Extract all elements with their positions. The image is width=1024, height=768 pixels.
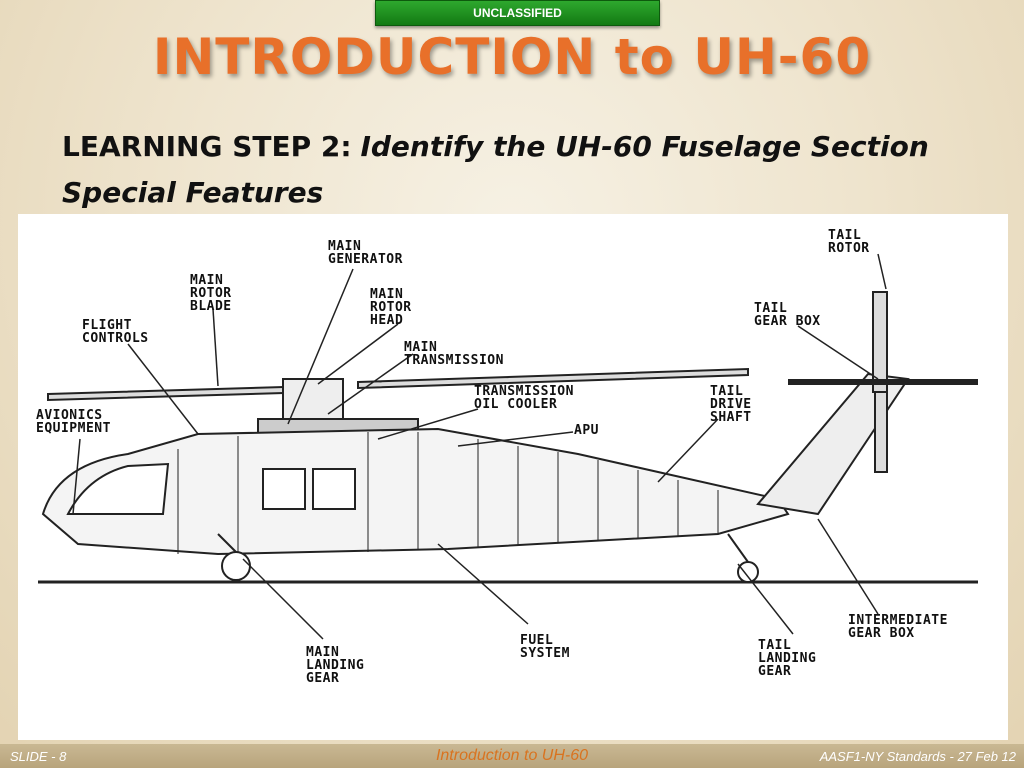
label-intermediate-gear-box: INTERMEDIATE GEAR BOX [848, 613, 948, 641]
label-main-landing-gear: MAIN LANDING GEAR [306, 645, 365, 686]
label-main-transmission: MAIN TRANSMISSION [404, 340, 504, 368]
label-main-rotor-blade: MAIN ROTOR BLADE [190, 273, 232, 314]
footer-standards-date: AASF1-NY Standards - 27 Feb 12 [819, 749, 1016, 764]
footer-bar: SLIDE - 8 Introduction to UH-60 AASF1-NY… [0, 744, 1024, 768]
fuselage-frames [177, 432, 719, 554]
leader-lines [72, 253, 887, 640]
main-rotor-blade-right [357, 367, 749, 390]
classification-banner: UNCLASSIFIED [375, 0, 660, 26]
helicopter-drawing [38, 253, 978, 640]
helicopter-diagram: MAIN GENERATOR TAIL ROTOR MAIN ROTOR BLA… [18, 214, 1008, 740]
main-landing-gear-wheel [221, 551, 251, 581]
tail-rotor-blade-lower [874, 391, 888, 473]
label-tail-gear-box: TAIL GEAR BOX [754, 301, 821, 329]
learning-step-description: Identify the UH-60 Fuselage Section Spec… [62, 130, 929, 209]
fuselage-shape [41, 427, 790, 556]
label-flight-controls: FLIGHT CONTROLS [82, 318, 149, 346]
label-avionics-equipment: AVIONICS EQUIPMENT [36, 408, 111, 436]
label-main-generator: MAIN GENERATOR [328, 239, 403, 267]
main-rotor-blade-left [47, 384, 319, 402]
label-fuel-system: FUEL SYSTEM [520, 633, 570, 661]
cabin-window-2 [312, 468, 356, 510]
label-tail-landing-gear: TAIL LANDING GEAR [758, 638, 817, 679]
slide-title: INTRODUCTION to UH-60 [152, 28, 872, 86]
footer-slide-number: SLIDE - 8 [10, 749, 67, 764]
label-tail-rotor: TAIL ROTOR [828, 228, 870, 256]
footer-presentation-title: Introduction to UH-60 [435, 747, 589, 764]
label-transmission-oil-cooler: TRANSMISSION OIL COOLER [474, 384, 574, 412]
label-main-rotor-head: MAIN ROTOR HEAD [370, 287, 412, 328]
rotor-head-shape [282, 378, 344, 425]
tail-landing-gear-wheel [737, 561, 759, 583]
learning-step-label: LEARNING STEP 2: [62, 130, 352, 163]
label-apu: APU [574, 423, 599, 438]
label-tail-drive-shaft: TAIL DRIVE SHAFT [710, 384, 752, 425]
learning-step: LEARNING STEP 2: Identify the UH-60 Fuse… [62, 124, 942, 216]
cabin-window-1 [262, 468, 306, 510]
